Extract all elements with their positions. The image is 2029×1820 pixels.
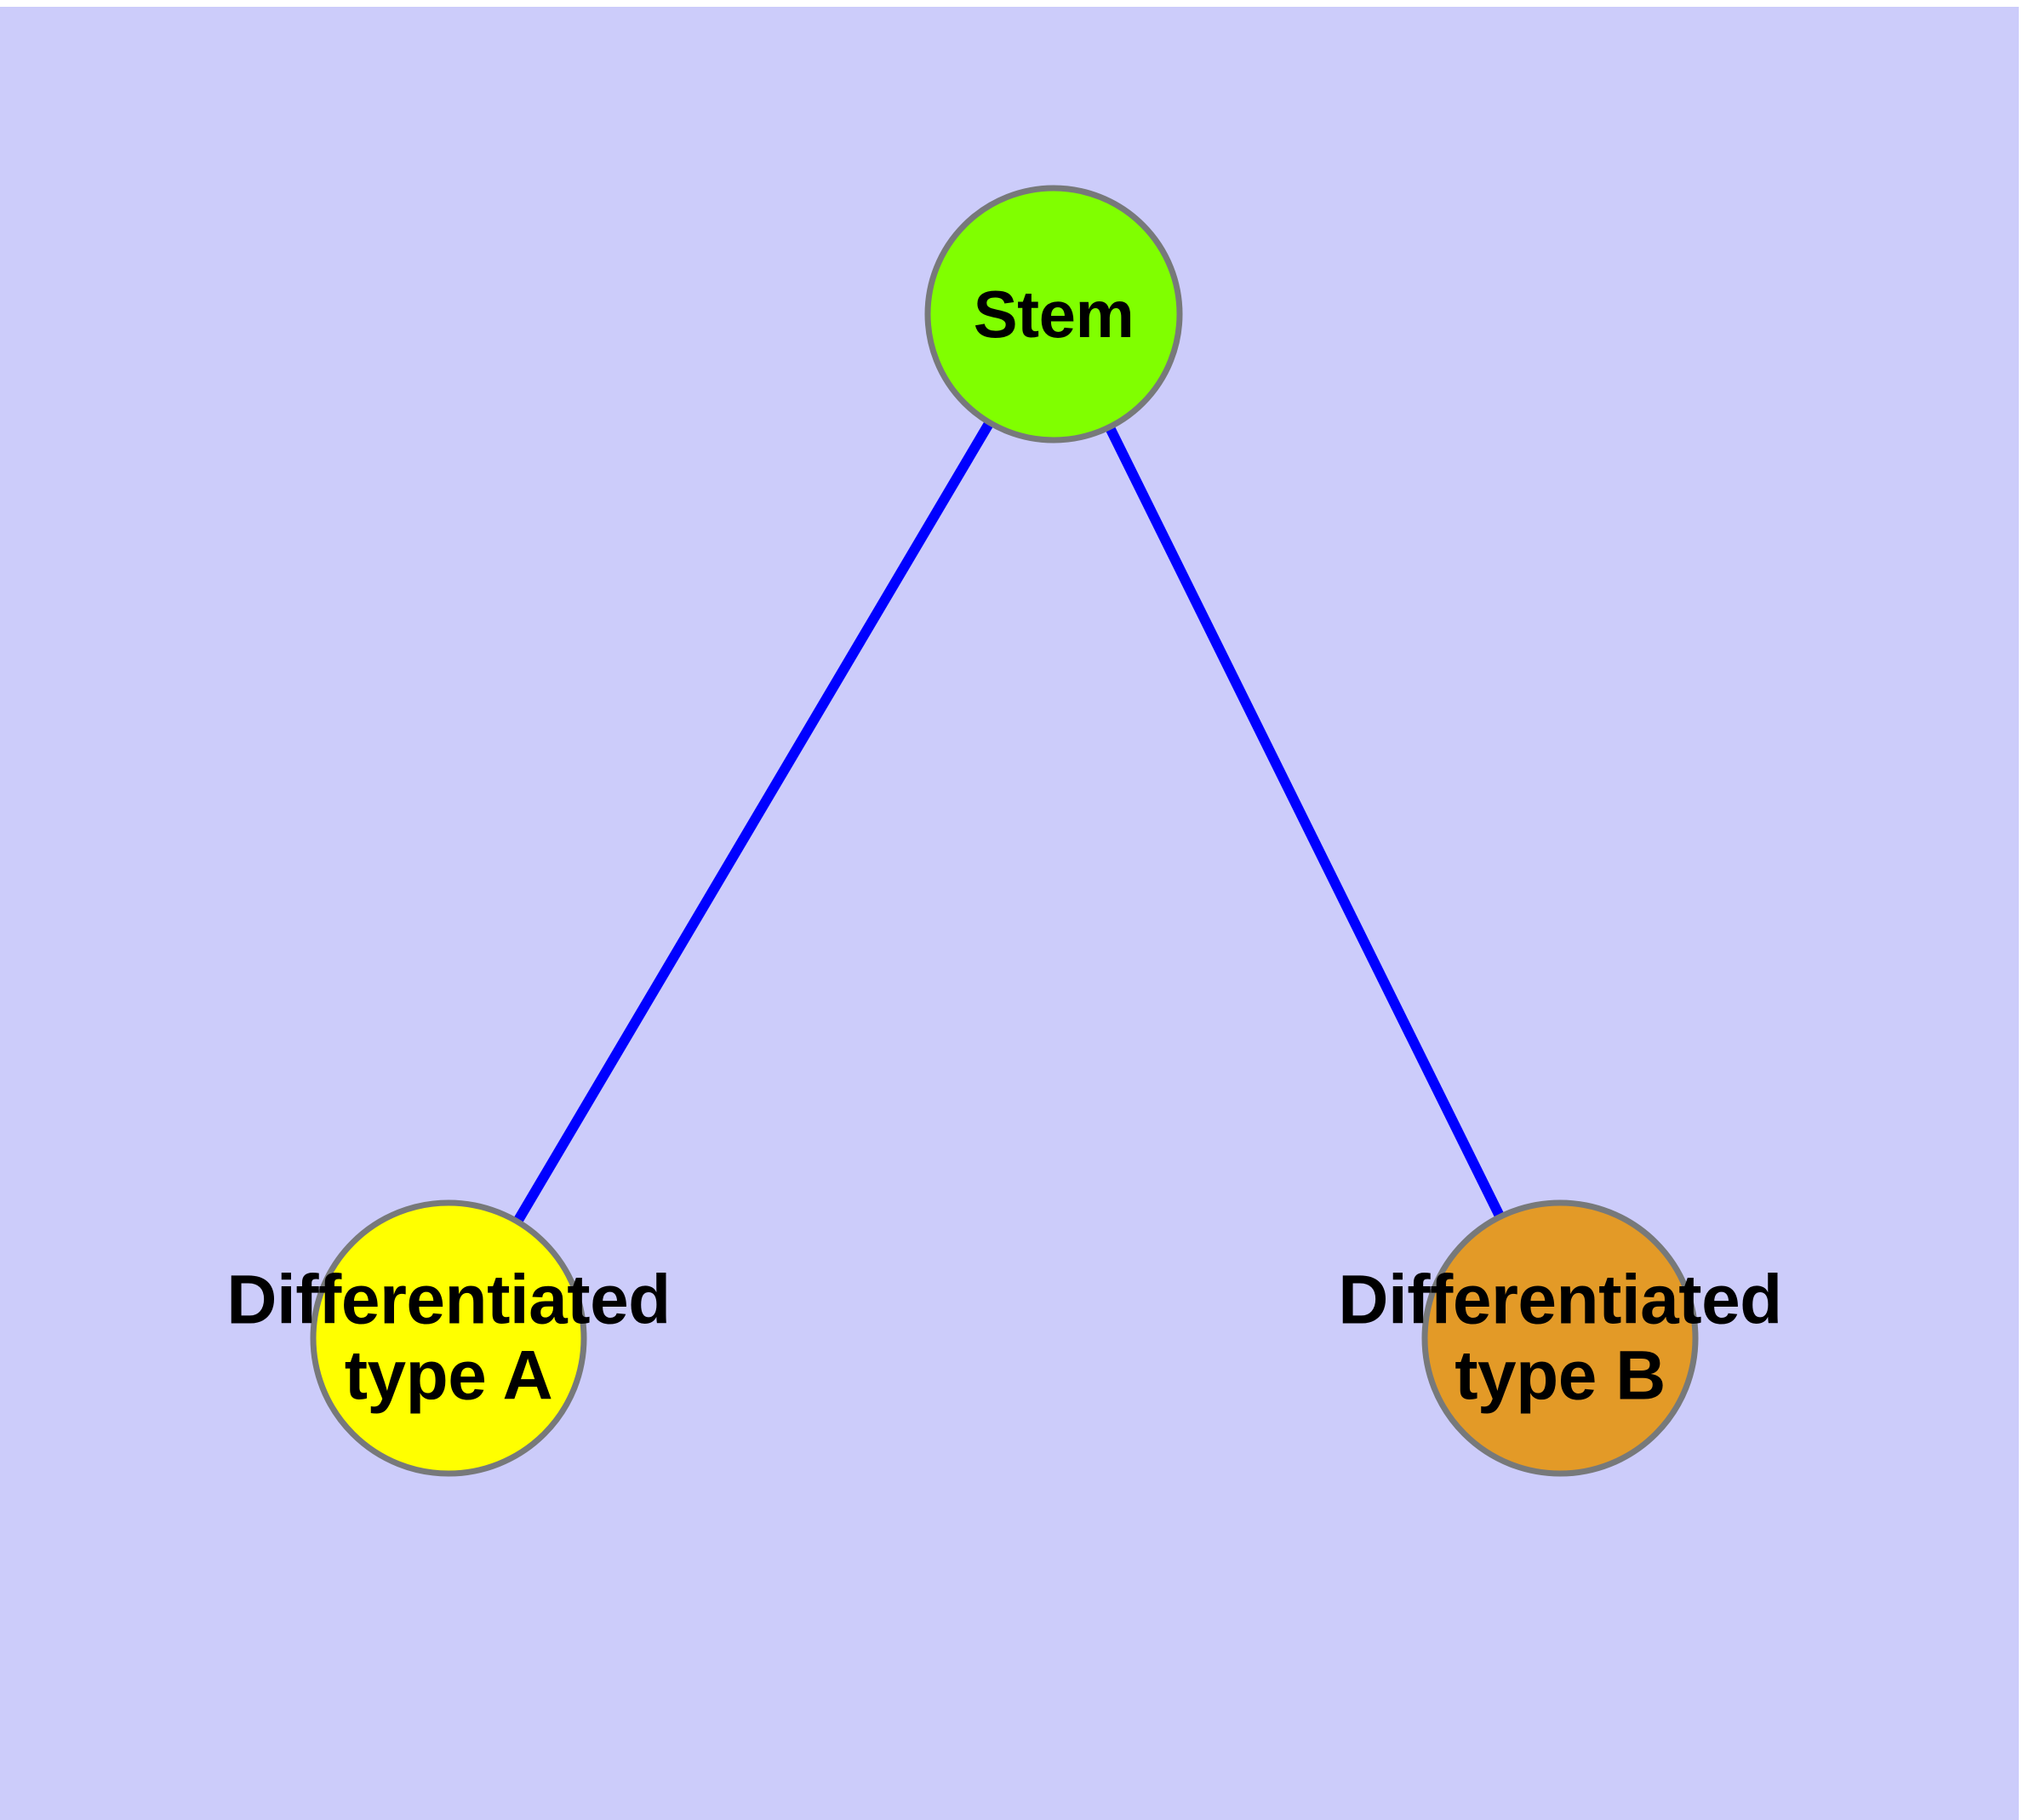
graph-svg: [310, 185, 1699, 1477]
node-circle-differentiated-type-b[interactable]: [1421, 1199, 1699, 1477]
edge-layer: [511, 412, 1506, 1228]
node-layer: [310, 185, 1699, 1477]
diagram-canvas: Stem Differentiated type A Differentiate…: [0, 7, 2019, 1820]
edge-stem-to-type-b: [1100, 417, 1506, 1222]
node-circle-differentiated-type-a[interactable]: [310, 1199, 587, 1477]
node-circle-stem[interactable]: [924, 185, 1183, 444]
edge-stem-to-type-a: [511, 412, 998, 1228]
